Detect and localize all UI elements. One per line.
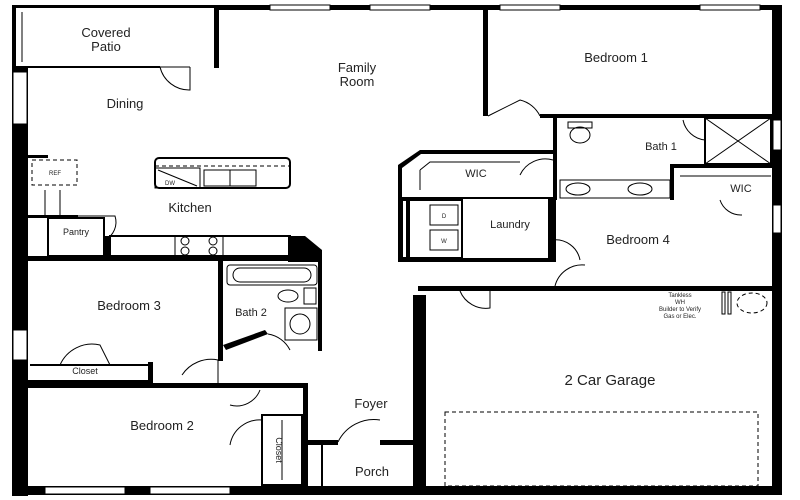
room-label-closet-2: Closet [274, 437, 284, 463]
bedroom2-walls [28, 383, 308, 486]
bedroom1-walls [483, 8, 775, 118]
fixture-label-dw: DW [165, 181, 175, 187]
room-label-wic: WIC [465, 168, 486, 180]
room-label-covered-patio: Covered [81, 25, 130, 40]
wh-note-2: WH [675, 300, 685, 306]
bedroom4-walls [418, 198, 775, 309]
room-label-foyer: Foyer [354, 396, 388, 411]
fixture-label-ref: REF [49, 171, 61, 177]
room-label-covered-patio-2: Patio [91, 39, 121, 54]
wh-note-3: Builder to Verify [659, 307, 701, 313]
room-label-wic-2: WIC [730, 183, 751, 195]
wic-laundry [398, 150, 581, 262]
room-label-family-room-2: Room [340, 74, 375, 89]
room-label-kitchen: Kitchen [168, 200, 211, 215]
room-label-bedroom3: Bedroom 3 [97, 298, 161, 313]
covered-patio [21, 8, 219, 91]
room-label-family-room: Family [338, 60, 377, 75]
bedroom3-bath2 [28, 256, 322, 385]
fixture-label-washer: W [441, 239, 447, 245]
room-label-bath1: Bath 1 [645, 141, 677, 153]
room-label-bedroom2: Bedroom 2 [130, 418, 194, 433]
room-label-garage: 2 Car Garage [565, 372, 656, 389]
fixture-label-dryer: D [442, 214, 447, 220]
room-label-pantry: Pantry [63, 227, 90, 237]
wh-note-4: Gas or Elec. [663, 314, 696, 320]
room-label-closet: Closet [72, 366, 98, 376]
bath1 [553, 117, 772, 216]
foyer-porch [308, 295, 426, 490]
room-label-bedroom1: Bedroom 1 [584, 50, 648, 65]
wh-note-1: Tankless [668, 293, 691, 299]
room-label-laundry: Laundry [490, 219, 530, 231]
garage [444, 291, 768, 487]
room-label-bath2: Bath 2 [235, 307, 267, 319]
room-label-porch: Porch [355, 464, 389, 479]
room-label-bedroom4: Bedroom 4 [606, 232, 670, 247]
room-label-dining: Dining [107, 96, 144, 111]
windows [12, 4, 782, 495]
exterior-walls [12, 5, 782, 496]
